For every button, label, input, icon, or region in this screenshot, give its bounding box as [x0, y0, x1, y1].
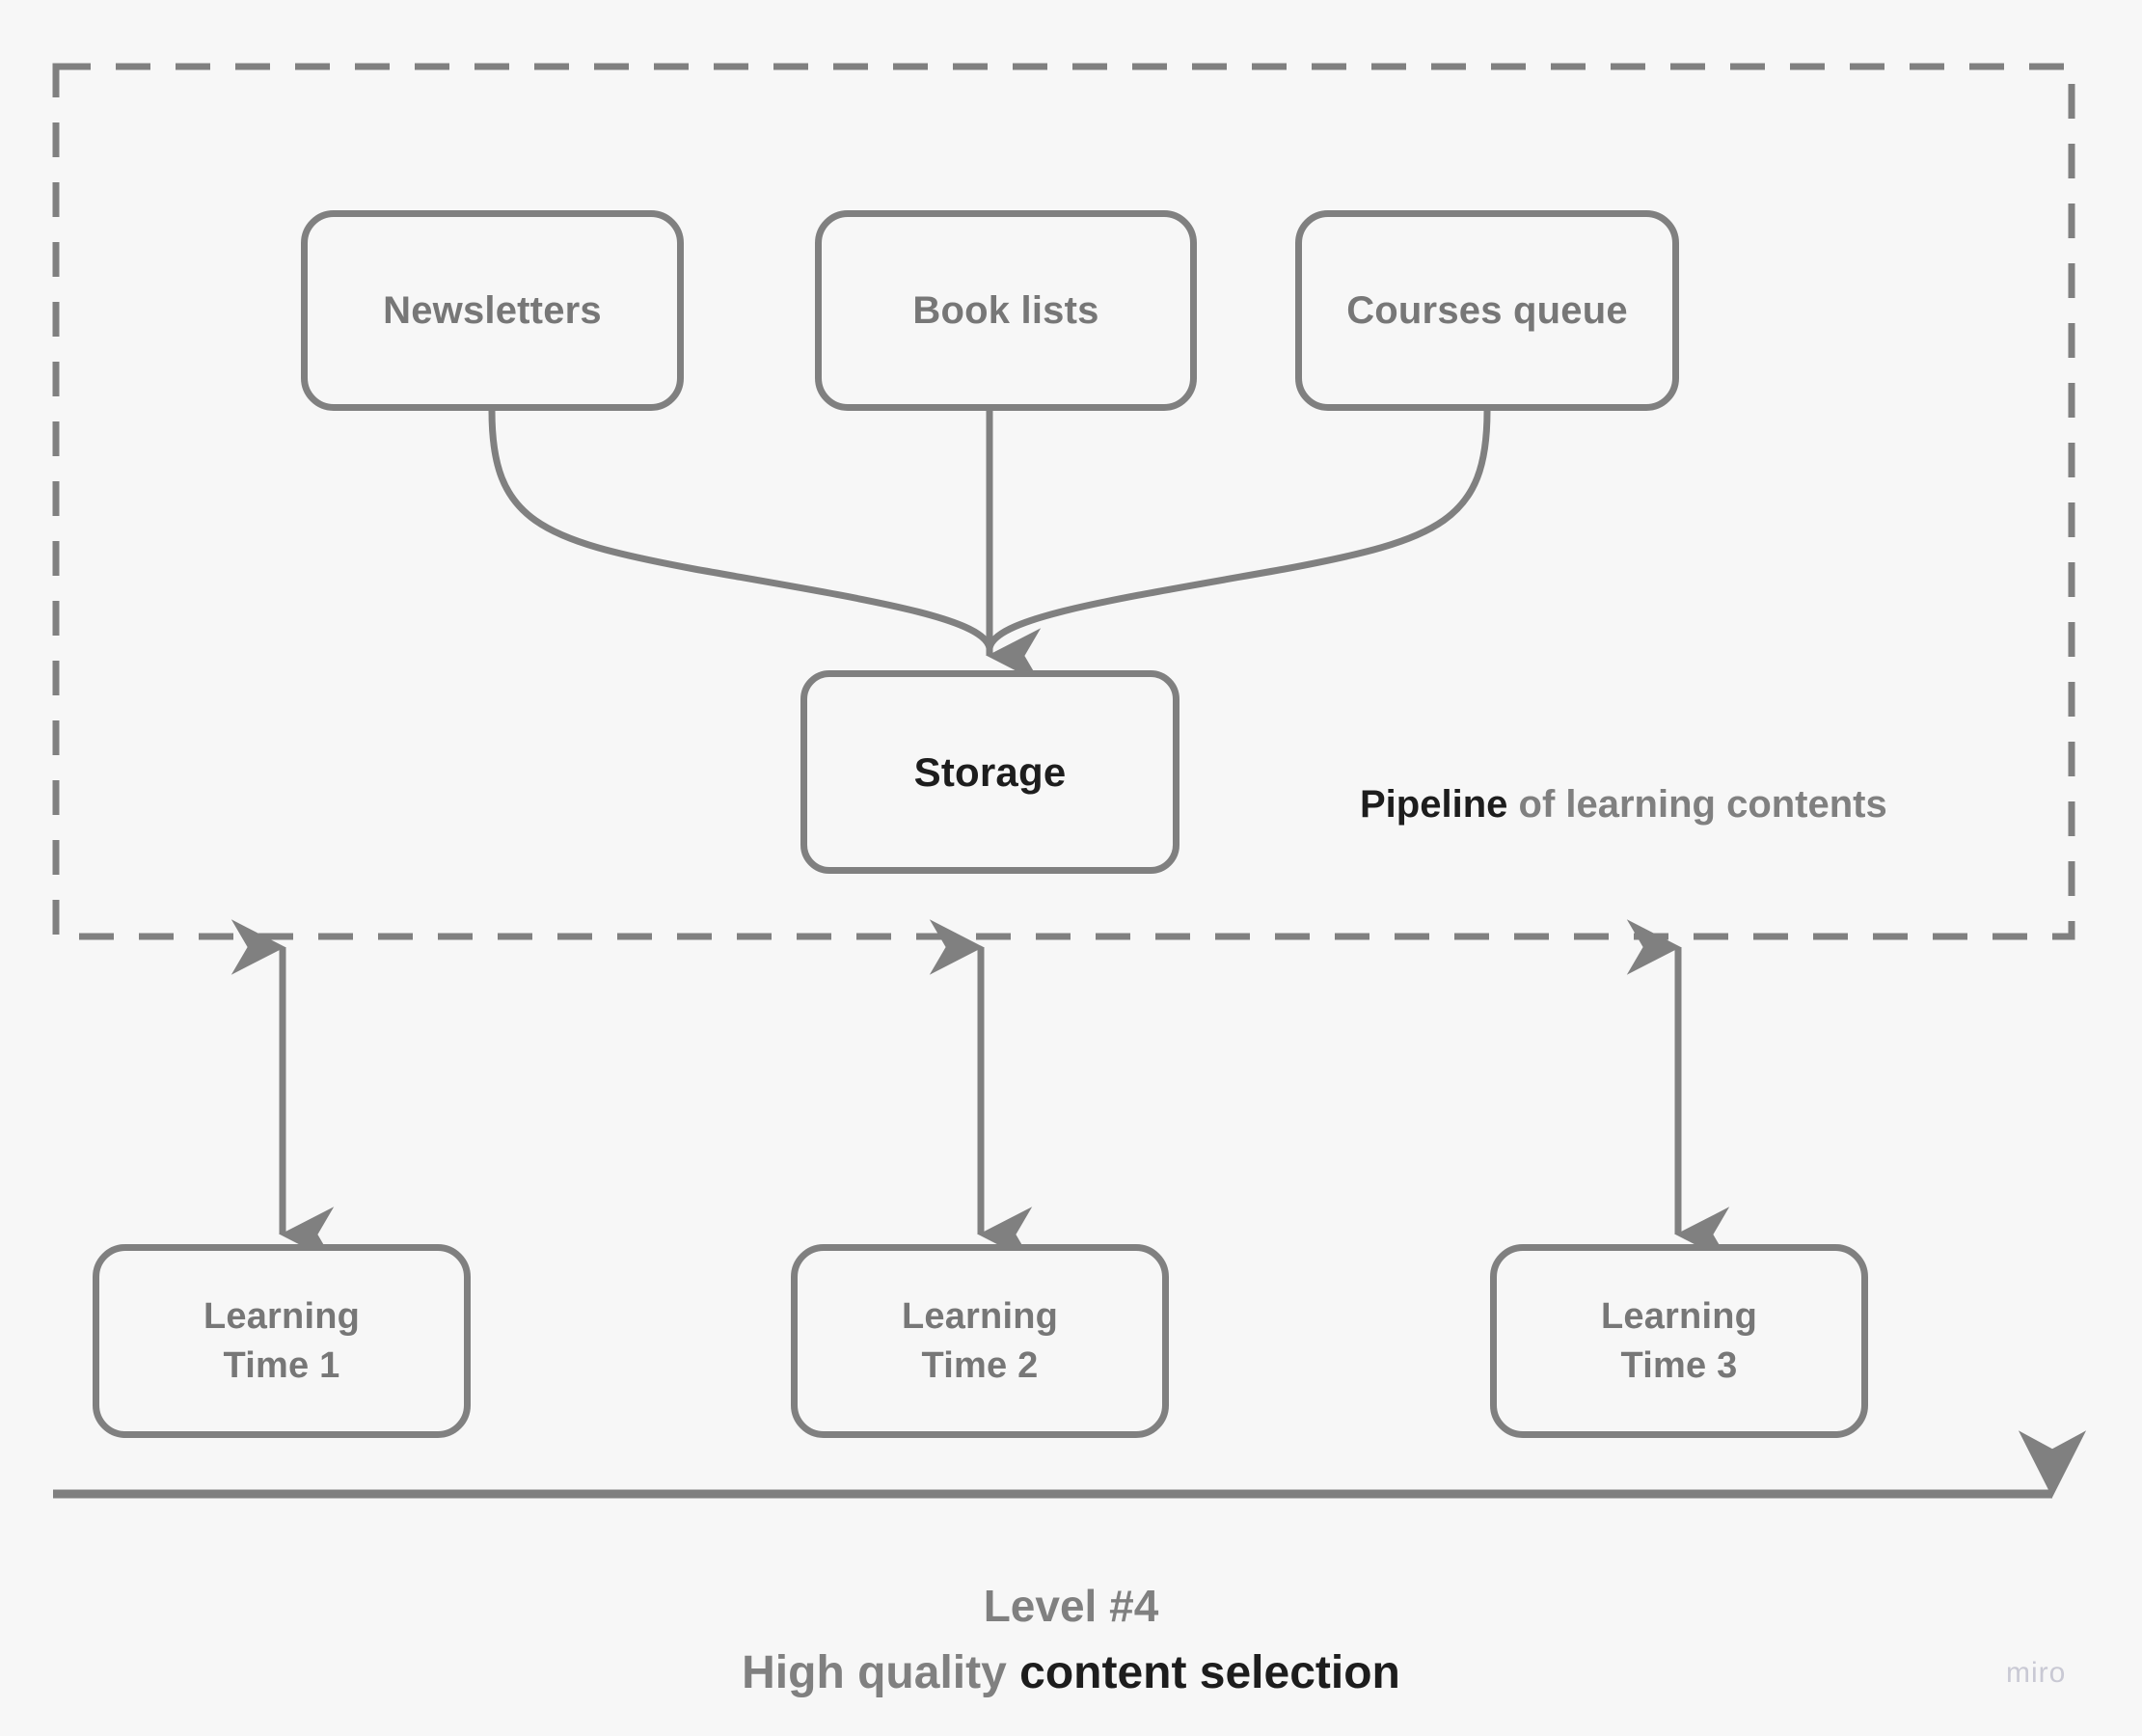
node-book-lists-label: Book lists	[912, 288, 1099, 332]
node-newsletters-label: Newsletters	[383, 288, 602, 332]
pipeline-caption: Pipeline of learning contents	[1360, 783, 1887, 827]
node-storage-label: Storage	[913, 748, 1067, 795]
node-learning-time-2[interactable]: Learning Time 2	[791, 1244, 1169, 1438]
node-courses-queue-label: Courses queue	[1346, 288, 1628, 332]
footer-caption: Level #4 High quality content selection	[0, 1577, 2142, 1704]
node-learning-time-1-label: Learning Time 1	[203, 1296, 361, 1386]
node-courses-queue[interactable]: Courses queue	[1295, 210, 1679, 411]
node-learning-time-2-label: Learning Time 2	[901, 1296, 1059, 1386]
node-learning-time-3-label: Learning Time 3	[1600, 1296, 1758, 1386]
footer-subtitle-strong: content selection	[1019, 1646, 1400, 1698]
node-newsletters[interactable]: Newsletters	[301, 210, 684, 411]
node-book-lists[interactable]: Book lists	[815, 210, 1197, 411]
footer-level-label: Level #4	[983, 1581, 1159, 1631]
node-learning-time-3[interactable]: Learning Time 3	[1490, 1244, 1868, 1438]
pipeline-caption-rest: of learning contents	[1507, 783, 1887, 826]
node-learning-time-1[interactable]: Learning Time 1	[93, 1244, 471, 1438]
pipeline-caption-strong: Pipeline	[1360, 783, 1508, 826]
footer-subtitle: High quality content selection	[0, 1642, 2142, 1704]
edge-newsletters-to-storage	[488, 410, 993, 650]
footer-subtitle-muted: High quality	[742, 1646, 1020, 1698]
node-storage[interactable]: Storage	[800, 670, 1179, 874]
miro-watermark: miro	[2006, 1657, 2067, 1689]
edge-courses-queue-to-storage	[986, 410, 1491, 650]
